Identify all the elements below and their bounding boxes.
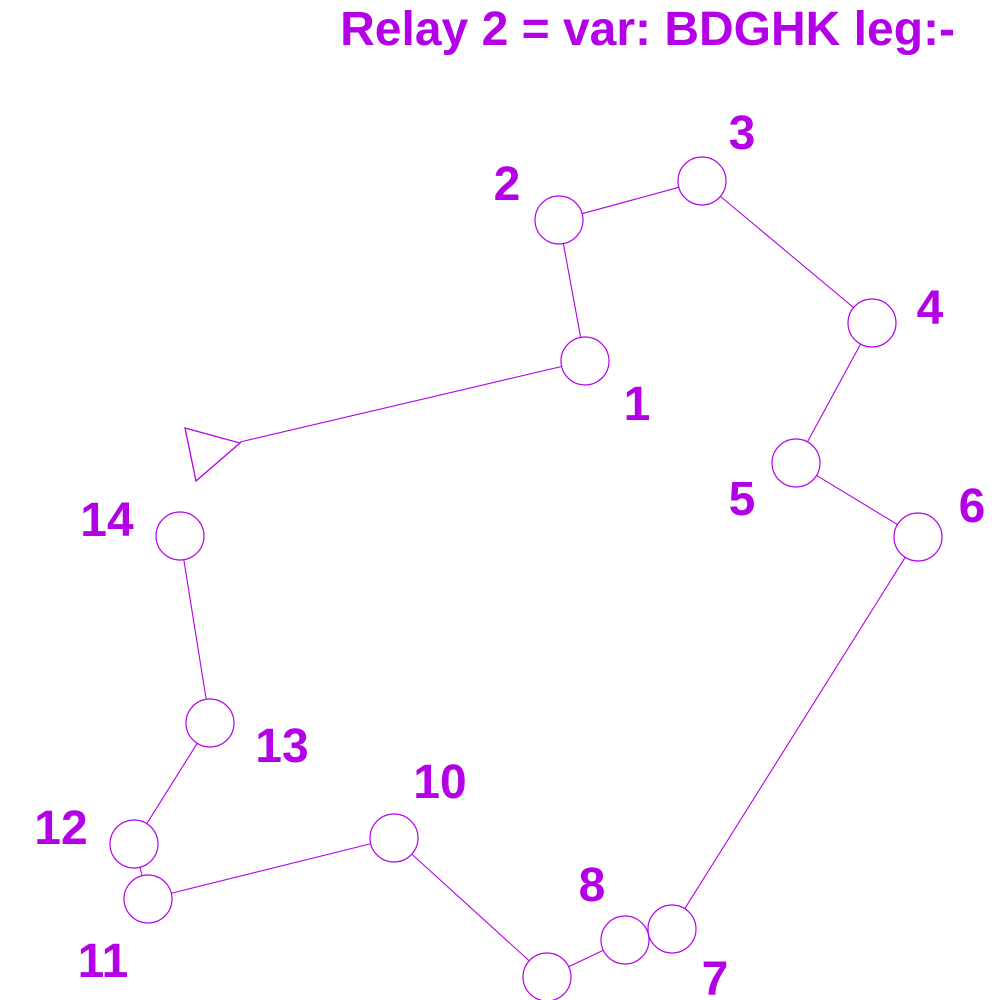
control-label-8: 8 [579,859,606,912]
control-circle-2 [534,195,584,245]
control-label-10: 10 [413,756,466,809]
control-label-4: 4 [917,282,944,335]
course-leg-9-10 [411,853,530,962]
control-circle-5 [771,438,821,488]
control-circle-7 [647,904,697,954]
start-triangle-icon [184,427,242,483]
course-leg-2-3 [582,186,679,215]
start-triangle-icon [184,427,242,483]
control-circle-13 [185,698,235,748]
course-leg-3-4 [720,195,854,309]
course-leg-12-13 [146,743,198,824]
control-label-14: 14 [80,494,134,547]
control-label-7: 7 [702,953,729,1000]
control-label-1: 1 [624,378,651,431]
course-leg-10-11 [171,843,371,894]
course-legs [139,186,906,968]
control-circle-10 [369,813,419,863]
control-label-5: 5 [729,473,756,526]
control-circle-14 [155,511,205,561]
control-circle-6 [893,512,943,562]
course-leg-8-9 [568,949,604,968]
control-circle-11 [123,874,173,924]
course-leg-13-14 [183,559,207,700]
control-label-3: 3 [729,107,756,160]
control-label-6: 6 [959,480,986,533]
control-circle-8 [600,915,650,965]
control-circle-4 [847,298,897,348]
course-leg-1-2 [562,243,582,338]
course-leg-11-12 [139,867,143,876]
control-circle-1 [560,336,610,386]
course-leg-start-1 [239,365,562,443]
control-label-11: 11 [78,935,129,988]
course-leg-6-7 [684,557,906,909]
control-circles [109,156,943,1000]
course-leg-5-6 [816,474,898,526]
control-label-12: 12 [34,802,87,855]
course-leg-4-5 [806,343,862,443]
course-title: Relay 2 = var: BDGHK leg:- [340,3,955,56]
control-circle-3 [677,156,727,206]
control-circle-12 [109,819,159,869]
control-label-2: 2 [494,158,521,211]
control-circle-9 [522,952,572,1000]
control-label-13: 13 [255,720,308,773]
